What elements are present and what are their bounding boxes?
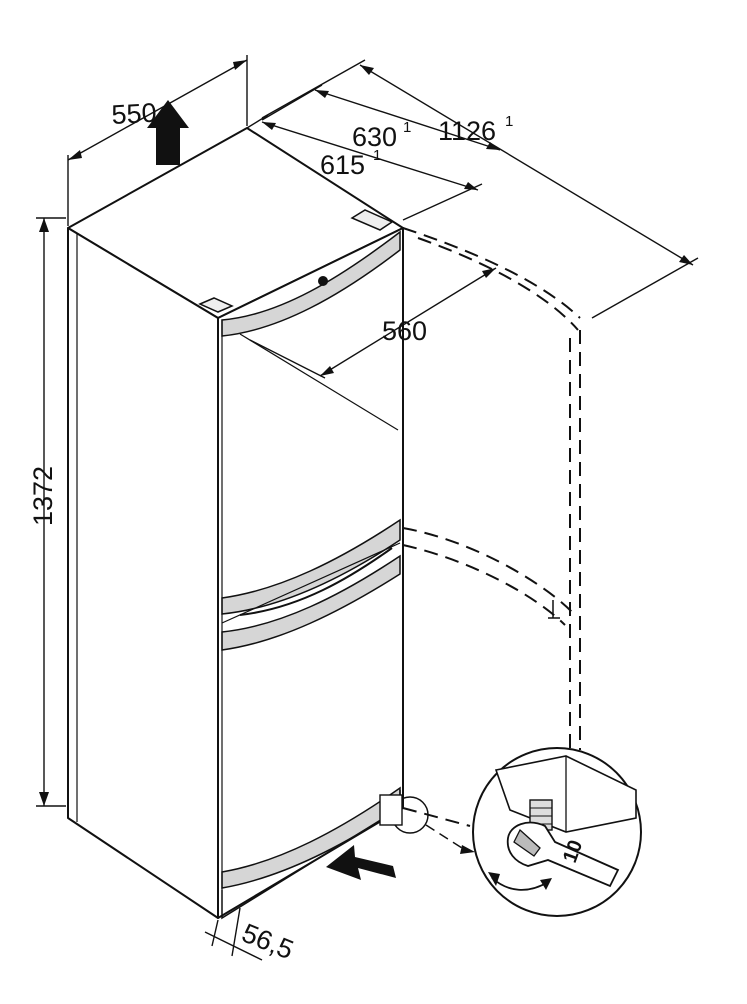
dim-56-5-label: 56,5: [238, 918, 298, 966]
lower-door-top-trim: [221, 554, 401, 651]
dim-630-label: 630: [352, 122, 397, 152]
open-door-hinge: [548, 600, 560, 619]
dim-550-line: [67, 59, 248, 161]
top-hinge: [350, 209, 394, 231]
dim-630-line: [314, 89, 501, 151]
open-door-outline: [402, 227, 581, 827]
dim-1372-label: 1372: [28, 466, 58, 526]
foot-callout-arrowhead: [460, 845, 475, 854]
dim-615-label: 615: [320, 150, 365, 180]
door-gap: [221, 542, 401, 624]
wrench-icon: [506, 821, 620, 888]
up-arrow-icon: [147, 100, 189, 165]
dim-1126-line: [359, 64, 694, 266]
upper-door-top-trim: [221, 230, 401, 337]
dimension-arrowheads: [39, 60, 693, 806]
dim-615-line: [261, 121, 479, 191]
left-hinge: [198, 297, 234, 313]
upper-handle: [239, 547, 393, 616]
foot-callout-leader: [425, 824, 463, 849]
upper-door-bottom-trim: [221, 518, 401, 615]
foot-block: [379, 794, 403, 826]
dim-560-line: [319, 267, 497, 377]
door-inner-line: [239, 333, 399, 431]
fridge-cabinet: [67, 127, 404, 919]
foot-detail-inset: 10: [472, 747, 642, 917]
cabinet-side-face: [67, 227, 219, 919]
dimension-lines: [36, 55, 699, 961]
door-lock: [318, 276, 328, 286]
dim-1126-note: 1: [505, 113, 513, 130]
dim-615-note: 1: [373, 147, 381, 164]
dim-1126-label: 1126: [438, 116, 496, 146]
dim-630-note: 1: [403, 119, 411, 136]
dim-560-label: 560: [382, 316, 427, 346]
push-arrow-icon: [326, 845, 396, 880]
